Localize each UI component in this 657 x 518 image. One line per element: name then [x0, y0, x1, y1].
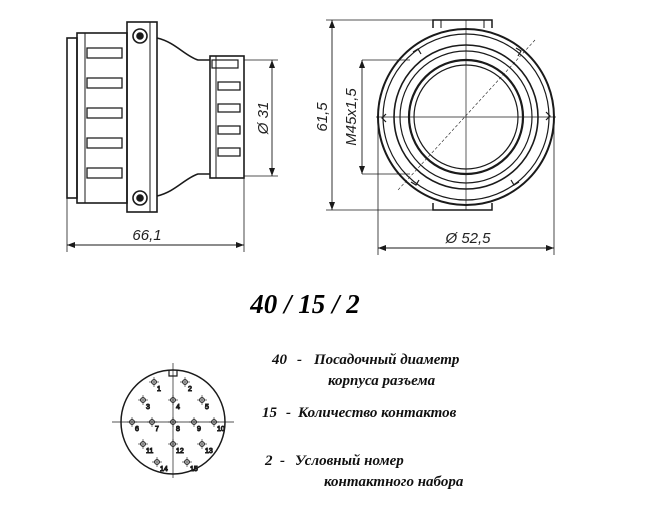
- contact-number: 12: [176, 448, 184, 455]
- contact-pin: 6: [127, 417, 140, 434]
- coupling-notches: [381, 47, 551, 186]
- contact-number: 4: [176, 404, 180, 411]
- legend-code: 2: [264, 453, 273, 469]
- legend-dash: -: [280, 453, 285, 469]
- contact-pin: 10: [209, 417, 225, 434]
- legend-item: 40 - Посадочный диаметр корпуса разъема: [271, 352, 460, 389]
- legend-item: 15 - Количество контактов: [262, 405, 457, 421]
- contact-pin: 5: [197, 395, 210, 412]
- contact-number: 9: [197, 426, 201, 433]
- legend-line1: Условный номер: [295, 453, 404, 469]
- front-view: [326, 19, 556, 255]
- side-view: [66, 21, 278, 252]
- contact-number: 14: [160, 466, 168, 473]
- contact-pin: 7: [147, 417, 160, 434]
- legend-dash: -: [297, 352, 302, 368]
- legend-item: 2 - Условный номер контактного набора: [264, 453, 464, 490]
- contact-pin: 9: [189, 417, 202, 434]
- legend: 40 - Посадочный диаметр корпуса разъема …: [262, 352, 464, 490]
- contact-number: 10: [217, 426, 225, 433]
- height-dimension-label: 61,5: [314, 102, 331, 132]
- contact-number: 7: [155, 426, 159, 433]
- legend-dash: -: [286, 405, 291, 421]
- legend-line1: Посадочный диаметр: [313, 352, 460, 368]
- contact-number: 8: [176, 426, 180, 433]
- contact-pin: 11: [138, 439, 154, 456]
- screw-bottom: [132, 190, 148, 206]
- legend-line2: корпуса разъема: [328, 373, 436, 389]
- legend-line1: Количество контактов: [297, 405, 457, 421]
- legend-code: 15: [262, 405, 278, 421]
- designation-code: 40 / 15 / 2: [249, 289, 360, 319]
- legend-code: 40: [271, 352, 288, 368]
- contact-number: 1: [157, 386, 161, 393]
- contact-number: 15: [190, 466, 198, 473]
- contact-pin: 1: [149, 377, 162, 394]
- screw-top: [132, 28, 148, 44]
- thread-dimension-label: M45x1,5: [343, 88, 360, 146]
- coupling-ribs: [86, 47, 123, 179]
- legend-line2: контактного набора: [324, 474, 464, 490]
- contact-pin: 2: [180, 377, 193, 394]
- bore-diameter-label: Ø 31: [255, 102, 272, 136]
- contact-number: 3: [146, 404, 150, 411]
- contact-pin: 3: [138, 395, 151, 412]
- contact-number: 2: [188, 386, 192, 393]
- contact-number: 11: [146, 448, 153, 455]
- contact-number: 13: [205, 448, 213, 455]
- length-dimension-label: 66,1: [132, 227, 161, 244]
- contact-number: 5: [205, 404, 209, 411]
- outer-diameter-label: Ø 52,5: [444, 230, 491, 247]
- contact-pin: 14: [152, 457, 168, 474]
- rear-ribs: [217, 81, 241, 157]
- contact-number: 6: [135, 426, 139, 433]
- contact-pin: 12: [168, 439, 184, 456]
- contact-pin: 15: [182, 457, 198, 474]
- contact-pin: 13: [197, 439, 213, 456]
- contact-pin: 8: [168, 417, 181, 434]
- contact-pin: 4: [168, 395, 181, 412]
